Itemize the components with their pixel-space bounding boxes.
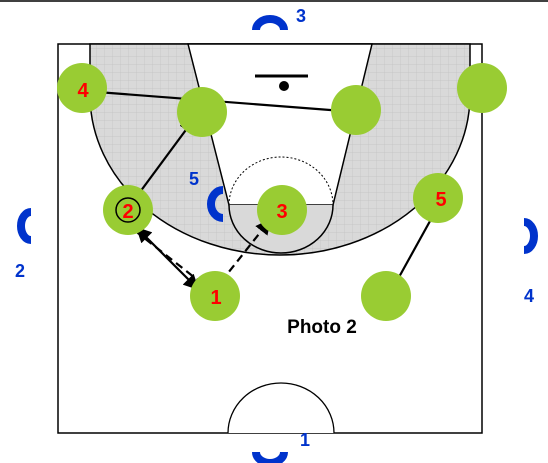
player-1-circle xyxy=(190,271,240,321)
defender-3-label: 3 xyxy=(296,6,306,26)
defender-4-label: 4 xyxy=(524,286,534,306)
defender-2-label: 2 xyxy=(15,261,25,281)
player-4-label: 4 xyxy=(77,80,89,102)
player-2-label: 2 xyxy=(122,201,133,223)
free-throw-circle-top xyxy=(228,156,334,206)
right-block-spot xyxy=(361,271,411,321)
cut-arrow-2 xyxy=(139,117,195,193)
player-3-label: 3 xyxy=(276,201,287,223)
player-3-circle xyxy=(257,185,307,235)
player-1-label: 1 xyxy=(210,287,221,309)
rim xyxy=(279,81,289,91)
defender-2-shape xyxy=(17,208,32,244)
defender-1-shape xyxy=(252,451,288,463)
defender-3-shape xyxy=(252,15,288,31)
defender-5-shape xyxy=(207,186,224,222)
center-circle xyxy=(227,382,335,434)
player-2-ring xyxy=(115,197,141,223)
left-elbow-spot xyxy=(177,87,227,137)
player-4-circle xyxy=(57,63,107,113)
player-5-circle xyxy=(413,173,463,223)
player-5-label: 5 xyxy=(435,189,446,211)
player-2-circle xyxy=(103,185,153,235)
diagram-caption: Photo 2 xyxy=(287,317,357,338)
screen-cut-arrow-1 xyxy=(135,226,200,291)
right-corner-spot xyxy=(457,63,507,113)
defender-1-label: 1 xyxy=(300,430,310,450)
defender-4-shape xyxy=(523,218,538,254)
right-wing-spot xyxy=(331,85,381,135)
defender-5-label: 5 xyxy=(189,169,199,189)
